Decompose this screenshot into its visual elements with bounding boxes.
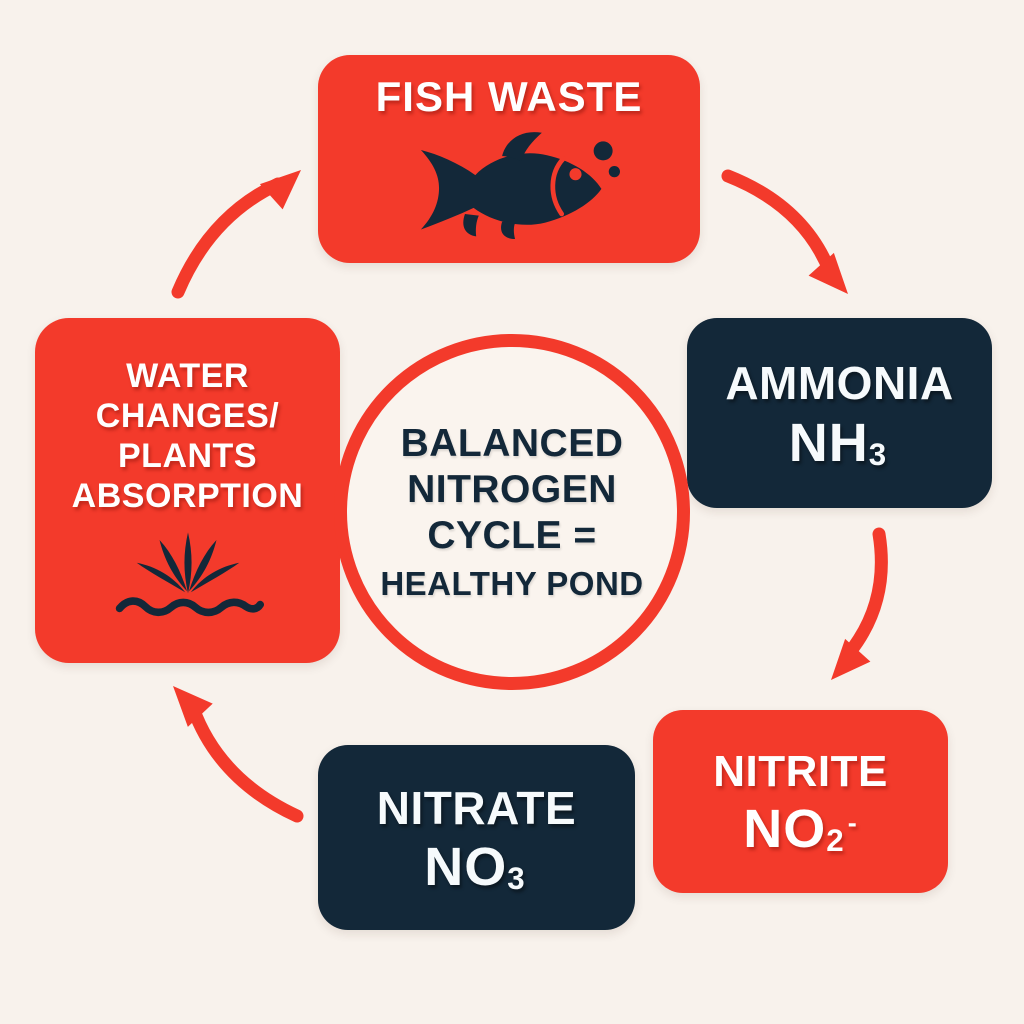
fish-icon bbox=[420, 132, 620, 240]
water-changes-label: WATER CHANGES/ PLANTS ABSORPTION bbox=[71, 357, 304, 516]
nitrate-formula: NO3 bbox=[424, 836, 526, 897]
node-nitrate: NITRATE NO3 bbox=[318, 745, 635, 930]
arrow-ammonia-to-nitrite bbox=[831, 527, 888, 680]
ammonia-formula: NH3 bbox=[788, 412, 888, 473]
nitrate-label: NITRATE bbox=[376, 781, 577, 834]
arrow-water-changes-to-fish-waste bbox=[171, 170, 301, 299]
nitrite-formula: NO2- bbox=[743, 798, 858, 859]
arrow-nitrate-to-water-changes bbox=[173, 686, 304, 823]
node-nitrite: NITRITE NO2- bbox=[653, 710, 948, 893]
center-subtitle: HEALTHY POND bbox=[380, 565, 644, 603]
fish-waste-label: FISH WASTE bbox=[375, 73, 643, 120]
ammonia-label: AMMONIA bbox=[725, 356, 954, 409]
arrow-fish-waste-to-ammonia bbox=[721, 169, 848, 294]
node-ammonia: AMMONIA NH3 bbox=[687, 318, 992, 508]
node-fish-waste: FISH WASTE bbox=[318, 55, 700, 263]
nitrite-label: NITRITE bbox=[713, 746, 888, 796]
plant-icon bbox=[115, 532, 264, 617]
center-circle: BALANCED NITROGEN CYCLE = HEALTHY POND bbox=[334, 334, 690, 690]
center-title: BALANCED NITROGEN CYCLE = bbox=[400, 421, 624, 557]
node-water-changes: WATER CHANGES/ PLANTS ABSORPTION bbox=[35, 318, 340, 663]
